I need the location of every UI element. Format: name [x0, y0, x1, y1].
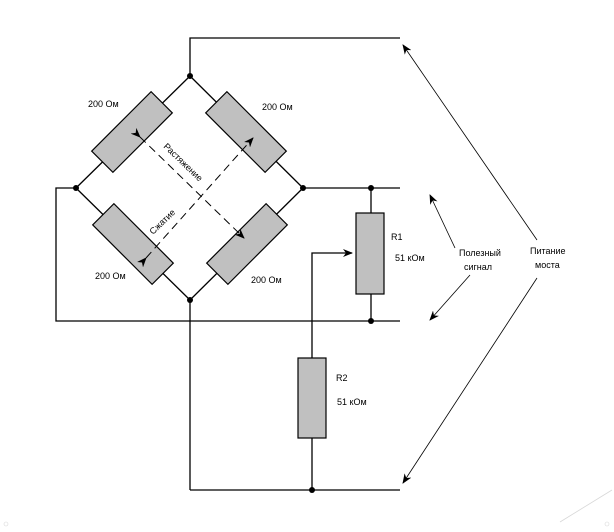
useful-signal-arrow-top: [429, 194, 456, 249]
corner-dot-right: [604, 521, 610, 527]
label-compress: Сжатие: [147, 207, 177, 236]
corner-mark: [559, 489, 613, 523]
useful-signal-arrow-bottom: [429, 274, 471, 321]
label-r1-name: R1: [391, 232, 403, 242]
supply-and-output-wires: [55, 37, 400, 491]
label-r2-value: 51 кОм: [337, 397, 367, 407]
label-r-top-right: 200 Ом: [262, 102, 293, 112]
label-bridge-power-line1: Питание: [530, 246, 566, 256]
label-r1-value: 51 кОм: [395, 253, 425, 263]
label-r-top-left: 200 Ом: [88, 99, 119, 109]
corner-dot-left: [3, 521, 9, 527]
label-r-bottom-left: 200 Ом: [95, 271, 126, 281]
compress-strain-line: [137, 137, 254, 268]
label-useful-signal-line1: Полезный: [459, 248, 501, 258]
bridge-power-arrow-top: [402, 44, 538, 241]
resistor-r2: [297, 357, 327, 439]
label-stretch: Растяжение: [162, 141, 205, 183]
label-useful-signal-line2: сигнал: [464, 262, 492, 272]
label-bridge-power-line2: моста: [535, 260, 560, 270]
label-r2-name: R2: [336, 373, 348, 383]
resistor-r1: [355, 212, 385, 295]
resistor-bottom-right: [205, 202, 289, 286]
label-r-bottom-right: 200 Ом: [251, 275, 282, 285]
bridge-power-arrow-bottom: [402, 277, 538, 484]
junction-dots: [73, 73, 374, 493]
